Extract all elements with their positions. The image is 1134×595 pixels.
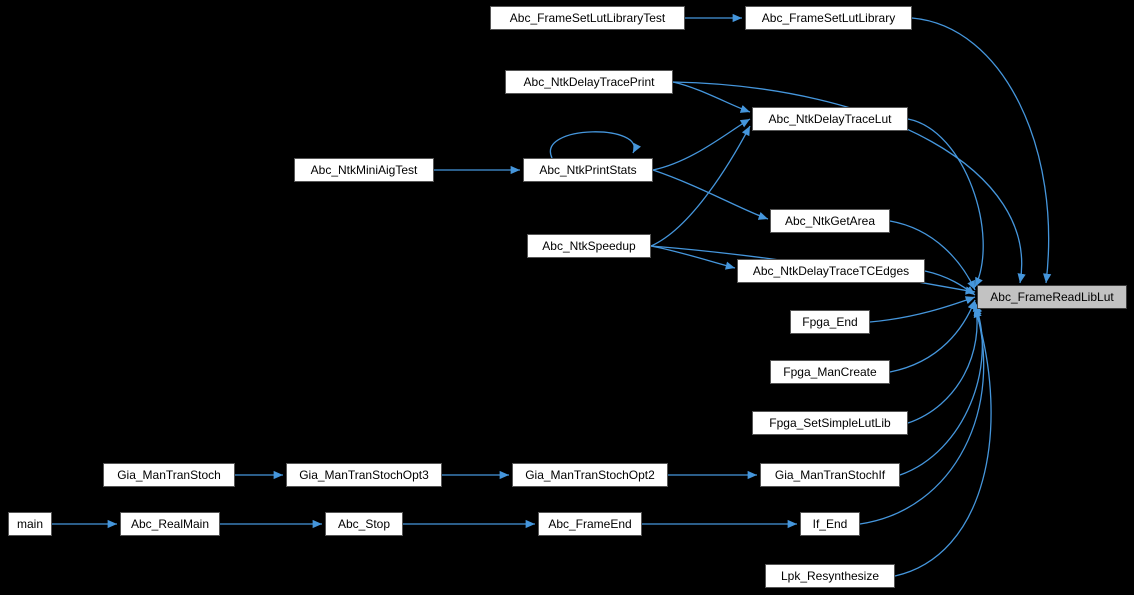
edge-fpga-setsimplelutlib-abc-framereadliblut (907, 301, 981, 424)
edge-abc-ntkprintstats-abc-ntkdelaytracelut (652, 118, 751, 171)
graph-node-label: Abc_NtkMiniAigTest (310, 163, 418, 177)
graph-node-label: Lpk_Resynthesize (780, 569, 880, 583)
graph-node-gia-mantranstochif[interactable]: Gia_ManTranStochIf (760, 463, 900, 487)
graph-node-label: Abc_FrameSetLutLibrary (761, 11, 896, 25)
graph-node-abc-ntkdelaytraceprint[interactable]: Abc_NtkDelayTracePrint (505, 70, 673, 94)
edge-abc-ntkdelaytraceprint-abc-framereadliblut (672, 81, 1026, 284)
graph-node-label: Abc_NtkDelayTraceLut (768, 112, 892, 126)
graph-node-label: Gia_ManTranStoch (117, 468, 221, 482)
graph-node-abc-stop[interactable]: Abc_Stop (325, 512, 403, 536)
graph-node-abc-ntkprintstats[interactable]: Abc_NtkPrintStats (523, 158, 653, 182)
edge-abc-ntkdelaytraceprint-abc-ntkdelaytracelut (672, 81, 751, 113)
edge-abc-framesetlutlibrary-abc-framereadliblut (911, 17, 1052, 284)
graph-node-label: Abc_FrameReadLibLut (990, 290, 1114, 304)
edge-abc-ntkdelaytracelut-abc-framereadliblut (907, 118, 984, 288)
edge-abc-ntkgetarea-abc-framereadliblut (889, 220, 976, 291)
graph-node-abc-ntkspeedup[interactable]: Abc_NtkSpeedup (527, 234, 651, 258)
graph-node-label: main (16, 517, 43, 531)
graph-node-label: Abc_NtkDelayTraceTCEdges (752, 264, 910, 278)
graph-node-if-end[interactable]: If_End (800, 512, 860, 536)
graph-node-label: Fpga_SetSimpleLutLib (769, 416, 891, 430)
graph-node-abc-framesetlutlibrary[interactable]: Abc_FrameSetLutLibrary (745, 6, 912, 30)
edge-lpk-resynthesize-abc-framereadliblut (894, 307, 992, 577)
graph-node-gia-mantranstochopt3[interactable]: Gia_ManTranStochOpt3 (286, 463, 442, 487)
graph-node-label: Abc_NtkDelayTracePrint (523, 75, 655, 89)
edge-gia-mantranstochif-abc-framereadliblut (899, 303, 983, 476)
graph-node-abc-ntkdelaytracetcedges[interactable]: Abc_NtkDelayTraceTCEdges (737, 259, 925, 283)
edge-abc-ntkspeedup-abc-ntkdelaytracelut (650, 125, 751, 247)
edge-abc-ntkprintstats-abc-ntkgetarea (652, 169, 769, 220)
graph-node-label: Gia_ManTranStochOpt3 (299, 468, 429, 482)
graph-node-label: Fpga_ManCreate (783, 365, 877, 379)
edge-abc-ntkspeedup-abc-ntkdelaytracetcedges (650, 245, 736, 270)
graph-node-label: Abc_RealMain (130, 517, 210, 531)
graph-node-gia-mantranstoch[interactable]: Gia_ManTranStoch (103, 463, 235, 487)
graph-node-label: If_End (812, 517, 848, 531)
graph-node-main[interactable]: main (8, 512, 52, 536)
graph-node-abc-realmain[interactable]: Abc_RealMain (120, 512, 220, 536)
edge-abc-ntkdelaytracetcedges-abc-framereadliblut (924, 270, 976, 296)
graph-node-label: Gia_ManTranStochIf (774, 468, 886, 482)
graph-node-lpk-resynthesize[interactable]: Lpk_Resynthesize (765, 564, 895, 588)
graph-node-label: Abc_Stop (337, 517, 391, 531)
graph-node-label: Abc_NtkGetArea (784, 214, 876, 228)
edge-abc-ntkprintstats-abc-ntkprintstats (549, 131, 641, 159)
graph-node-abc-framereadliblut[interactable]: Abc_FrameReadLibLut (977, 285, 1127, 309)
graph-node-label: Abc_FrameEnd (548, 517, 632, 531)
graph-node-label: Abc_NtkSpeedup (542, 239, 636, 253)
graph-node-label: Abc_NtkPrintStats (539, 163, 637, 177)
graph-node-abc-frameend[interactable]: Abc_FrameEnd (538, 512, 642, 536)
edge-if-end-abc-framereadliblut (859, 305, 985, 525)
graph-node-gia-mantranstochopt2[interactable]: Gia_ManTranStochOpt2 (512, 463, 668, 487)
graph-node-abc-ntkminiaigtest[interactable]: Abc_NtkMiniAigTest (294, 158, 434, 182)
graph-node-abc-ntkgetarea[interactable]: Abc_NtkGetArea (770, 209, 890, 233)
graph-node-label: Abc_FrameSetLutLibraryTest (509, 11, 666, 25)
graph-node-label: Gia_ManTranStochOpt2 (525, 468, 655, 482)
edge-fpga-mancreate-abc-framereadliblut (889, 299, 976, 373)
graph-node-abc-ntkdelaytracelut[interactable]: Abc_NtkDelayTraceLut (752, 107, 908, 131)
graph-node-label: Fpga_End (802, 315, 858, 329)
graph-node-fpga-setsimplelutlib[interactable]: Fpga_SetSimpleLutLib (752, 411, 908, 435)
graph-node-abc-framesetlutlibrarytest[interactable]: Abc_FrameSetLutLibraryTest (490, 6, 685, 30)
graph-node-fpga-mancreate[interactable]: Fpga_ManCreate (770, 360, 890, 384)
edge-fpga-end-abc-framereadliblut (869, 296, 976, 323)
graph-node-fpga-end[interactable]: Fpga_End (790, 310, 870, 334)
